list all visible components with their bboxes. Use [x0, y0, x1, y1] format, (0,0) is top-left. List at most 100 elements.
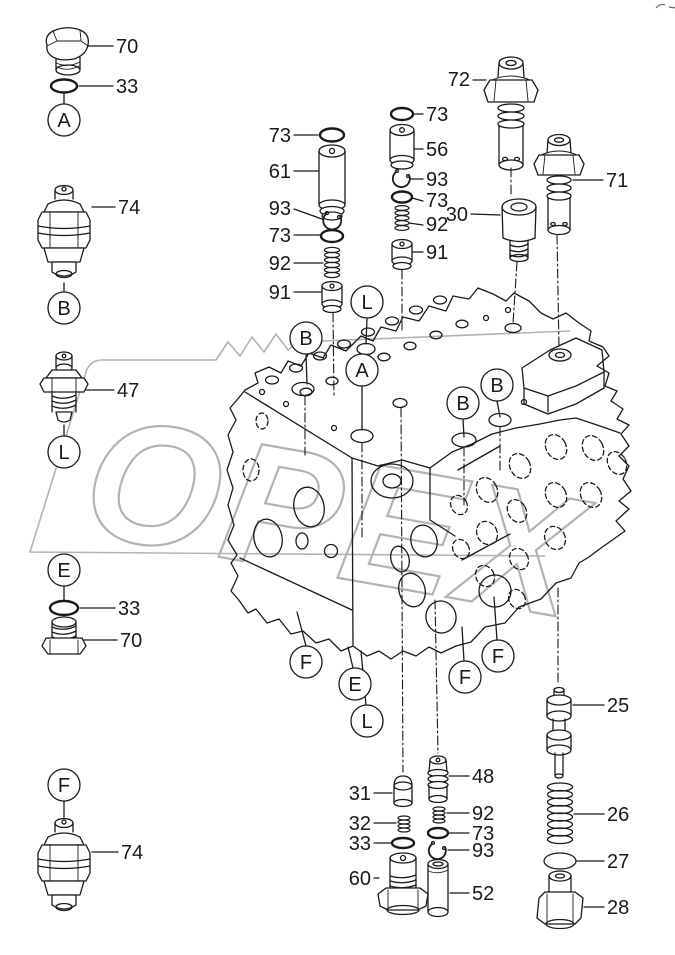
label-70: 70 — [116, 36, 138, 58]
part-71-valve — [533, 133, 585, 236]
callout-B-top3: B — [480, 368, 514, 402]
part-92-spring-bottom — [432, 806, 446, 824]
label-leader-lines — [78, 45, 605, 908]
svg-text:F: F — [459, 667, 471, 689]
label-91-c1: 91 — [269, 282, 291, 304]
svg-text:F: F — [300, 652, 312, 674]
callout-B-top1: B — [289, 321, 323, 355]
label-27: 27 — [607, 851, 629, 873]
label-93-bottom: 93 — [472, 840, 494, 862]
callout-F-bottom1: F — [289, 645, 323, 679]
valve-body-outline — [226, 287, 632, 660]
callout-A-top: A — [345, 353, 379, 387]
part-52-cylinder — [427, 858, 449, 918]
part-47-valve — [39, 351, 89, 423]
callout-L-left: L — [47, 435, 81, 469]
svg-text:B: B — [456, 393, 469, 415]
label-32: 32 — [349, 813, 371, 835]
part-70-plug — [45, 27, 89, 76]
callout-connector-lines — [63, 93, 501, 818]
svg-text:F: F — [492, 646, 504, 668]
part-31-cap — [393, 775, 413, 808]
svg-text:E: E — [57, 560, 70, 582]
part-30-plug — [501, 198, 537, 263]
svg-text:B: B — [490, 375, 503, 397]
label-73-c1: 73 — [269, 125, 291, 147]
callout-F-bottom2: F — [448, 660, 482, 694]
label-30: 30 — [446, 204, 468, 226]
part-26-spring — [546, 782, 574, 845]
assembly-centerlines — [332, 167, 560, 773]
label-48: 48 — [472, 766, 494, 788]
svg-text:A: A — [355, 360, 369, 382]
part-25-spool — [546, 686, 572, 779]
label-92-c2: 92 — [426, 214, 448, 236]
label-92-bottom: 92 — [472, 803, 494, 825]
label-25: 25 — [607, 695, 629, 717]
part-28-plug — [536, 870, 584, 930]
part-93-snapring-bottom — [427, 840, 447, 861]
part-27-oring — [543, 852, 577, 870]
label-33-bottom: 33 — [349, 833, 371, 855]
callout-B-left: B — [47, 291, 81, 325]
watermark-border — [28, 330, 571, 557]
svg-text:L: L — [361, 292, 372, 314]
label-56: 56 — [426, 139, 448, 161]
label-70-mid: 70 — [120, 630, 142, 652]
label-74-bottom: 74 — [121, 842, 143, 864]
label-61: 61 — [269, 161, 291, 183]
part-33-oring-mid — [48, 599, 80, 617]
parts-column-61 — [318, 127, 346, 314]
label-33: 33 — [116, 76, 138, 98]
port-callouts: A B L E F B L A B B F E L F F — [47, 93, 515, 818]
label-28: 28 — [607, 897, 629, 919]
label-73-bottom: 73 — [472, 823, 494, 845]
callout-L-top: L — [350, 285, 384, 319]
callout-E-bottom: E — [338, 667, 372, 701]
valve-body-edges — [239, 337, 621, 646]
label-26: 26 — [607, 804, 629, 826]
label-72: 72 — [448, 69, 470, 91]
label-74: 74 — [118, 197, 140, 219]
valve-body — [226, 287, 632, 660]
svg-text:A: A — [57, 110, 71, 132]
svg-text:E: E — [348, 674, 361, 696]
callout-B-top2: B — [446, 386, 480, 420]
label-60: 60 — [349, 868, 371, 890]
label-73-c2: 73 — [426, 104, 448, 126]
label-92-c1: 92 — [269, 253, 291, 275]
svg-text:B: B — [299, 328, 312, 350]
callout-F-left: F — [47, 768, 81, 802]
label-52: 52 — [472, 883, 494, 905]
svg-text:L: L — [361, 711, 372, 733]
label-47: 47 — [117, 380, 139, 402]
callout-F-bottom3: F — [481, 639, 515, 673]
label-93-c1: 93 — [269, 198, 291, 220]
part-32-spring — [397, 815, 411, 833]
callout-A-left: A — [47, 103, 81, 137]
part-72-valve — [483, 56, 539, 171]
svg-text:L: L — [58, 442, 69, 464]
valve-body-right-holes — [449, 433, 628, 610]
part-48-valve — [427, 755, 449, 804]
label-33-mid: 33 — [118, 598, 140, 620]
part-73-oring-bottom — [426, 826, 450, 840]
label-91-c2: 91 — [426, 242, 448, 264]
label-93-c2: 93 — [426, 169, 448, 191]
label-73-c2b: 73 — [426, 190, 448, 212]
valve-body-top-holes — [258, 295, 572, 448]
callout-E-left: E — [47, 553, 81, 587]
callout-L-bottom: L — [350, 704, 384, 738]
part-33-oring — [49, 78, 79, 94]
valve-body-centerlines — [304, 395, 501, 541]
label-31: 31 — [349, 783, 371, 805]
svg-text:B: B — [57, 298, 70, 320]
svg-text:F: F — [58, 775, 70, 797]
callout-circles: A B L E F B L A B B F E L F F — [47, 103, 515, 802]
part-60-bolt — [377, 852, 429, 916]
part-33-oring-bottom — [390, 836, 416, 850]
label-73-c1b: 73 — [269, 225, 291, 247]
part-70-bolt — [41, 616, 87, 655]
